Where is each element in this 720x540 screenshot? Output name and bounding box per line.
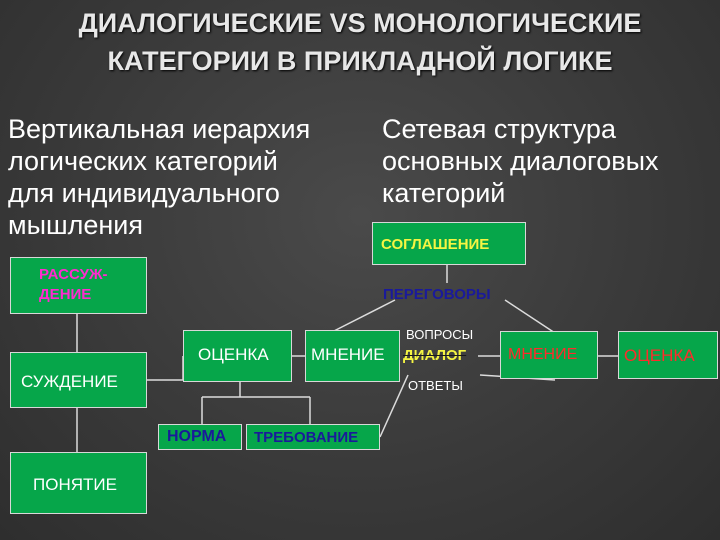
dialogue-label: ДИАЛОГ	[403, 347, 467, 364]
line-demand-answers	[379, 374, 409, 438]
line-opinion-negotiations	[329, 299, 396, 334]
title-line-2: КАТЕГОРИИ В ПРИКЛАДНОЙ ЛОГИКЕ	[107, 46, 613, 76]
title-line-1: ДИАЛОГИЧЕСКИЕ VS МОНОЛОГИЧЕСКИЕ	[78, 8, 642, 38]
concept-box: ПОНЯТИЕ	[10, 452, 147, 514]
reasoning-label: РАССУЖ- ДЕНИЕ	[39, 266, 108, 303]
opinion2-label: МНЕНИЕ	[508, 346, 578, 363]
right-column-heading: Сетевая структура основных диалоговых ка…	[382, 114, 659, 208]
agreement-box: СОГЛАШЕНИЕ	[372, 222, 526, 265]
evaluation-label: ОЦЕНКА	[198, 345, 269, 364]
opinion-box: МНЕНИЕ	[305, 330, 400, 382]
opinion-label: МНЕНИЕ	[311, 345, 385, 364]
norm-label: НОРМА	[167, 428, 227, 445]
agreement-label: СОГЛАШЕНИЕ	[381, 236, 490, 253]
evaluation2-label: ОЦЕНКА	[624, 346, 695, 365]
answers-label: ОТВЕТЫ	[408, 378, 463, 393]
negotiations-label: ПЕРЕГОВОРЫ	[383, 286, 491, 303]
questions-label: ВОПРОСЫ	[406, 327, 474, 342]
opinion2-box: МНЕНИЕ	[500, 331, 598, 379]
concept-label: ПОНЯТИЕ	[33, 475, 117, 494]
judgment-box: СУЖДЕНИЕ	[10, 352, 147, 408]
line-negotiations-opinion2	[504, 299, 556, 334]
left-column-heading: Вертикальная иерархия логических категор…	[8, 114, 311, 240]
reasoning-box: РАССУЖ- ДЕНИЕ	[10, 257, 147, 314]
slide-title: ДИАЛОГИЧЕСКИЕ VS МОНОЛОГИЧЕСКИЕ КАТЕГОРИ…	[0, 4, 720, 80]
evaluation2-box: ОЦЕНКА	[618, 331, 718, 379]
demand-label: ТРЕБОВАНИЕ	[254, 429, 359, 446]
norm-box: НОРМА	[158, 424, 242, 450]
evaluation-box: ОЦЕНКА	[183, 330, 292, 382]
judgment-label: СУЖДЕНИЕ	[21, 372, 118, 391]
demand-box: ТРЕБОВАНИЕ	[246, 424, 380, 450]
